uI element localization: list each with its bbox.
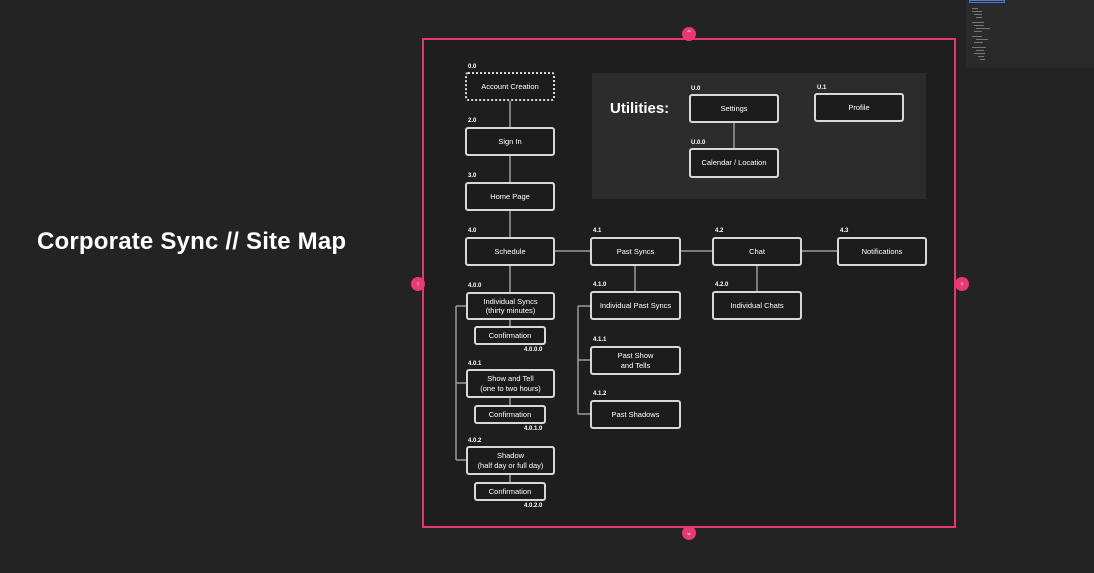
minimap[interactable] xyxy=(966,0,1094,68)
node-label: Chat xyxy=(749,246,765,256)
node-confirmation-2[interactable]: Confirmation xyxy=(474,405,546,424)
chevron-up-icon[interactable]: ⌃ xyxy=(682,27,696,41)
code-confirmation-2: 4.0.1.0 xyxy=(524,426,543,432)
node-label: Individual Chats xyxy=(730,300,784,310)
code-individual-syncs: 4.0.0 xyxy=(468,283,482,289)
node-schedule[interactable]: Schedule xyxy=(465,237,555,266)
node-label: Shadow (half day or full day) xyxy=(477,451,544,470)
node-account-creation[interactable]: Account Creation xyxy=(465,72,555,101)
node-label: Individual Past Syncs xyxy=(599,300,672,310)
utilities-panel xyxy=(592,73,926,199)
node-label: Past Show and Tells xyxy=(617,351,654,370)
node-label: Show and Tell (one to two hours) xyxy=(480,374,541,393)
code-confirmation-1: 4.0.0.0 xyxy=(524,347,543,353)
code-shadow: 4.0.2 xyxy=(468,438,482,444)
node-label: Confirmation xyxy=(488,330,532,340)
node-home-page[interactable]: Home Page xyxy=(465,182,555,211)
node-individual-syncs[interactable]: Individual Syncs (thirty minutes) xyxy=(466,292,555,320)
node-label: Profile xyxy=(848,102,870,112)
node-label: Home Page xyxy=(490,191,530,201)
node-profile[interactable]: Profile xyxy=(814,93,904,122)
node-label: Past Syncs xyxy=(616,246,655,256)
code-profile: U.1 xyxy=(817,85,827,91)
node-label: Schedule xyxy=(494,246,526,256)
code-sign-in: 2.0 xyxy=(468,118,477,124)
node-label: Confirmation xyxy=(488,409,532,419)
node-past-shadows[interactable]: Past Shadows xyxy=(590,400,681,429)
node-past-syncs[interactable]: Past Syncs xyxy=(590,237,681,266)
node-label: Calendar / Location xyxy=(701,158,767,168)
code-calendar-location: U.0.0 xyxy=(691,140,706,146)
node-notifications[interactable]: Notifications xyxy=(837,237,927,266)
node-label: Sign In xyxy=(498,136,522,146)
node-individual-past-syncs[interactable]: Individual Past Syncs xyxy=(590,291,681,320)
chevron-right-icon[interactable]: › xyxy=(955,277,969,291)
code-home-page: 3.0 xyxy=(468,173,477,179)
code-past-syncs: 4.1 xyxy=(593,228,602,234)
node-show-and-tell[interactable]: Show and Tell (one to two hours) xyxy=(466,369,555,398)
code-show-and-tell: 4.0.1 xyxy=(468,361,482,367)
code-schedule: 4.0 xyxy=(468,228,477,234)
node-confirmation-1[interactable]: Confirmation xyxy=(474,326,546,345)
node-label: Confirmation xyxy=(488,486,532,496)
node-settings[interactable]: Settings xyxy=(689,94,779,123)
node-sign-in[interactable]: Sign In xyxy=(465,127,555,156)
code-account-creation: 0.0 xyxy=(468,64,477,70)
node-past-show-and-tells[interactable]: Past Show and Tells xyxy=(590,346,681,375)
code-past-show-and-tells: 4.1.1 xyxy=(593,337,607,343)
code-confirmation-3: 4.0.2.0 xyxy=(524,503,543,509)
node-calendar-location[interactable]: Calendar / Location xyxy=(689,148,779,178)
chevron-left-icon[interactable]: ‹ xyxy=(411,277,425,291)
node-label: Past Shadows xyxy=(611,409,660,419)
code-individual-chats: 4.2.0 xyxy=(715,282,729,288)
node-label: Account Creation xyxy=(481,81,539,91)
node-shadow[interactable]: Shadow (half day or full day) xyxy=(466,446,555,475)
node-label: Notifications xyxy=(861,246,903,256)
code-settings: U.0 xyxy=(691,86,701,92)
code-past-shadows: 4.1.2 xyxy=(593,391,607,397)
node-confirmation-3[interactable]: Confirmation xyxy=(474,482,546,501)
node-label: Settings xyxy=(720,103,748,113)
page-title: Corporate Sync // Site Map xyxy=(37,228,347,255)
minimap-preview xyxy=(972,8,990,60)
code-notifications: 4.3 xyxy=(840,228,849,234)
code-chat: 4.2 xyxy=(715,228,724,234)
code-individual-past-syncs: 4.1.0 xyxy=(593,282,607,288)
utilities-label: Utilities: xyxy=(610,100,670,117)
node-chat[interactable]: Chat xyxy=(712,237,802,266)
node-label: Individual Syncs (thirty minutes) xyxy=(483,296,538,315)
minimap-viewport[interactable] xyxy=(969,0,1005,3)
node-individual-chats[interactable]: Individual Chats xyxy=(712,291,802,320)
chevron-down-icon[interactable]: ⌄ xyxy=(682,526,696,540)
